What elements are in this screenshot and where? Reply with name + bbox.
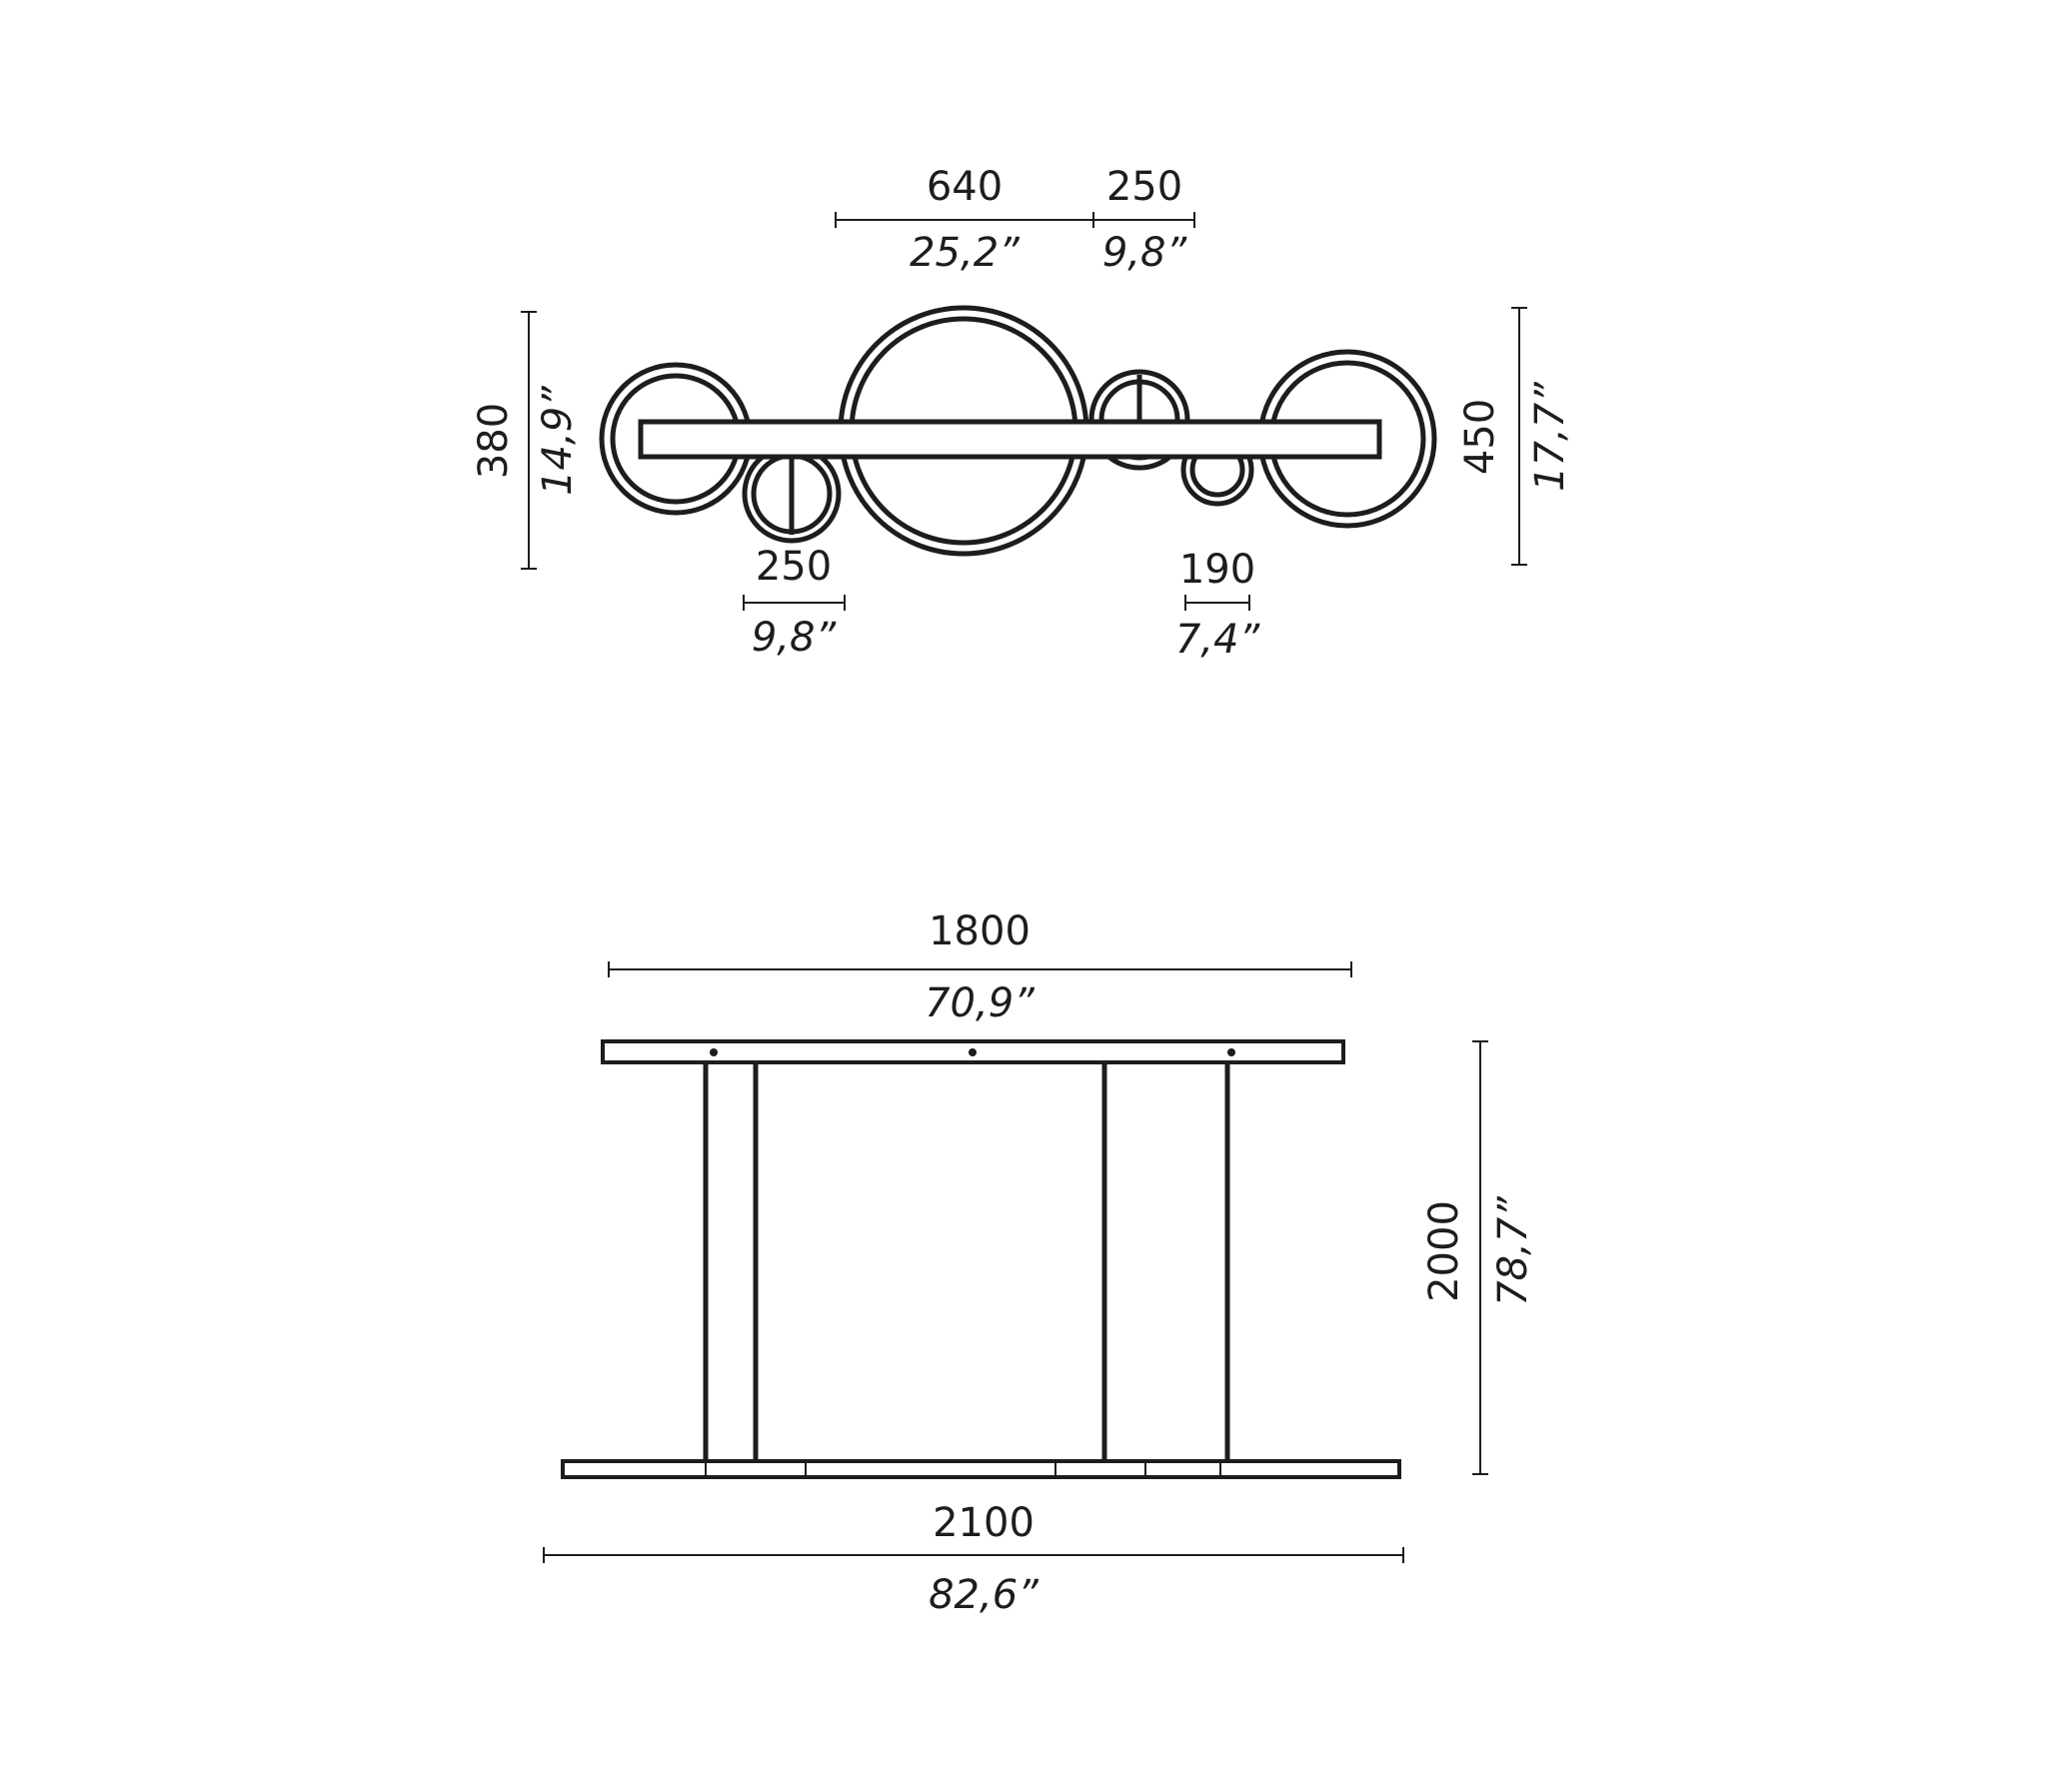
dim-2000-mm: 2000: [1421, 1200, 1467, 1302]
canopy-screw-right: [1227, 1048, 1235, 1056]
dim-450-mm: 450: [1457, 399, 1503, 475]
dim-190-mm: 190: [1179, 547, 1255, 593]
dim-250-bottom-inch: 9,8”: [752, 615, 837, 661]
dim-1800-inch: 70,9”: [925, 980, 1035, 1026]
canopy-screw-center: [969, 1048, 977, 1056]
dim-250-top-inch: 9,8”: [1102, 230, 1187, 276]
dim-2100-inch: 82,6”: [929, 1572, 1038, 1618]
dim-640-mm: 640: [927, 164, 1003, 210]
dim-640-inch: 25,2”: [910, 230, 1020, 276]
dim-2000-inch: 78,7”: [1490, 1196, 1536, 1306]
dim-380-mm: 380: [471, 403, 517, 479]
dim-250-top-mm: 250: [1106, 164, 1182, 210]
dim-450-inch: 17,7”: [1527, 382, 1573, 492]
top-view: 640 25,2” 250 9,8” 380 14,9” 450 17,7” 2…: [471, 164, 1573, 663]
front-view: 1800 70,9” 2000 78,7” 2100 82,6”: [543, 908, 1536, 1618]
dim-250-bottom-mm: 250: [756, 544, 832, 590]
dim-2100-mm: 2100: [933, 1500, 1035, 1546]
dim-1800-mm: 1800: [929, 908, 1031, 954]
dim-190-inch: 7,4”: [1175, 617, 1260, 663]
lamp-body-profile: [561, 1459, 1401, 1479]
dim-380-inch: 14,9”: [535, 386, 581, 496]
canopy-screw-left: [710, 1048, 718, 1056]
top-bar: [638, 419, 1382, 460]
